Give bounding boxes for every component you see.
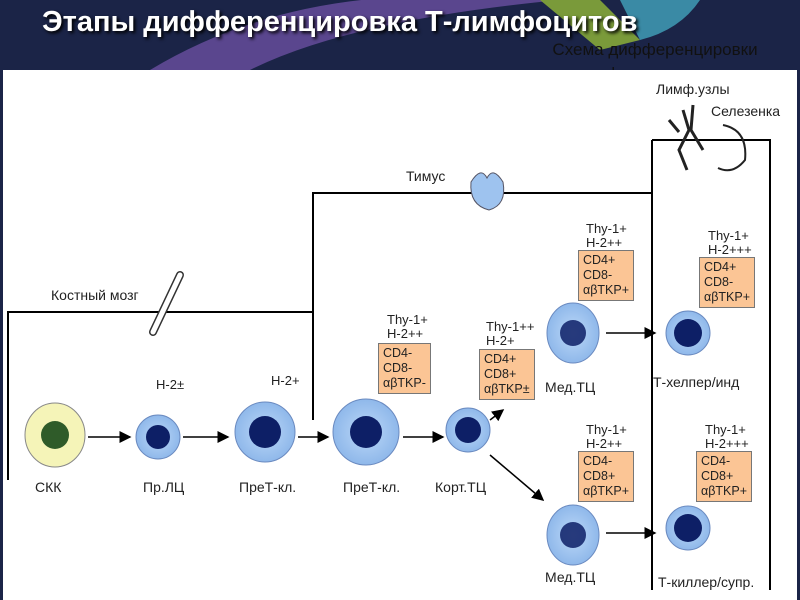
cell-label-killer: Т-киллер/супр.: [658, 574, 755, 590]
marker-box-kort: CD4+ CD8+ αβTKP±: [479, 349, 535, 400]
spleen-icon: [717, 124, 747, 172]
spleen-label: Селезенка: [711, 103, 781, 119]
thymus-label: Тимус: [406, 168, 446, 184]
marker-pr-lc: H-2±: [156, 377, 185, 392]
cell-label-pret1: ПреТ-кл.: [239, 479, 297, 495]
marker-pret2-top: Thy-1+ H-2++: [387, 312, 428, 341]
cell-label-med1: Мед.ТЦ: [545, 379, 596, 395]
cell-label-kort: Корт.ТЦ: [435, 479, 487, 495]
thymus-icon: [470, 172, 505, 211]
marker-box-med1: CD4+ CD8- αβTKP+: [578, 250, 635, 301]
diagram-panel: Костный мозг Тимус Лимф.узлы Селезенка С…: [3, 70, 797, 600]
cell-label-pr-lc: Пр.ЛЦ: [143, 479, 185, 495]
cell-label-skk: СКК: [35, 479, 62, 495]
slide-title: Этапы дифференцировка Т-лимфоцитов: [42, 6, 638, 38]
marker-helper-top: Thy-1+ H-2+++: [708, 228, 752, 257]
marker-pret1: H-2+: [271, 373, 300, 388]
marker-box-killer: CD4- CD8+ αβTKP+: [696, 451, 753, 502]
slide-subtitle: Схема дифференцировкилимфоидных клеток: [552, 40, 758, 70]
cell-label-med2: Мед.ТЦ: [545, 569, 596, 585]
marker-box-helper: CD4+ CD8- αβTKP+: [699, 257, 756, 308]
marker-killer-top: Thy-1+ H-2+++: [705, 422, 749, 451]
lymph-nodes-label: Лимф.узлы: [656, 81, 730, 97]
cell-label-pret2: ПреТ-кл.: [343, 479, 401, 495]
marker-kort-top: Thy-1++ H-2+: [486, 319, 535, 348]
diagram-lines: [7, 104, 771, 590]
lymph-node-icon: [667, 104, 705, 171]
cell-label-helper: Т-хелпер/инд: [653, 374, 740, 390]
marker-med1-top: Thy-1+ H-2++: [586, 221, 627, 250]
marker-med2-top: Thy-1+ H-2++: [586, 422, 627, 451]
marker-box-med2: CD4- CD8+ αβTKP+: [578, 451, 635, 502]
title-background: [0, 0, 800, 70]
marker-box-pret2: CD4- CD8- αβTKP-: [378, 343, 431, 394]
bone-marrow-label: Костный мозг: [51, 287, 139, 303]
